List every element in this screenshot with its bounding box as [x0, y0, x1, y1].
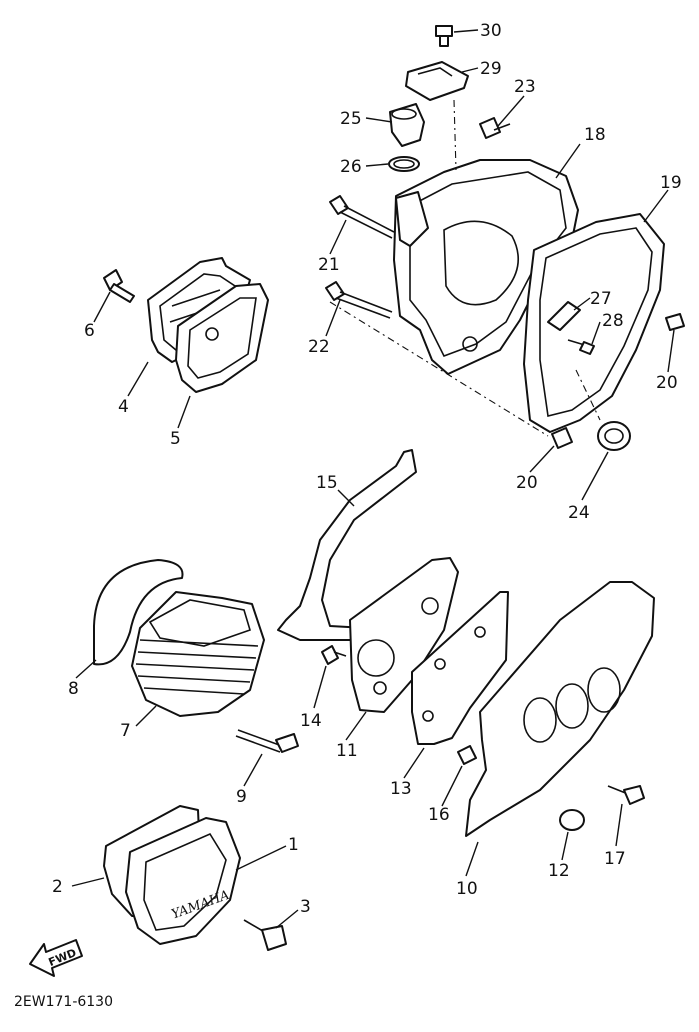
part-16-dowel: [457, 745, 477, 765]
callout-labels: 1 2 3 4 5 6 7 8 9 10 11 12 13 14 15 16 1…: [52, 21, 682, 917]
part-29-cover: [405, 61, 469, 101]
callout-12: 12: [548, 861, 570, 881]
callout-20-lower: 20: [516, 473, 538, 493]
callout-23: 23: [514, 77, 536, 97]
part-12-plug: [559, 809, 585, 831]
callout-7: 7: [120, 721, 131, 741]
callout-24: 24: [568, 503, 590, 523]
callout-1: 1: [288, 835, 299, 855]
part-30-bolt: [435, 25, 453, 47]
part-1-crankcase-cover: YAMAHA: [125, 817, 241, 945]
part-18-crankcase-cover: [393, 159, 579, 375]
part-5-gasket: [175, 283, 269, 393]
part-27-pin: [547, 301, 581, 331]
part-23-bolt: [479, 117, 511, 139]
fwd-arrow: FWD: [29, 939, 83, 977]
callout-3: 3: [300, 897, 311, 917]
part-10-sprocket-cover: [465, 581, 655, 837]
part-20-dowel-lower: [551, 427, 573, 449]
callout-16: 16: [428, 805, 450, 825]
callout-13: 13: [390, 779, 412, 799]
callout-11: 11: [336, 741, 358, 761]
drawing-code: 2EW171-6130: [14, 994, 113, 1010]
callout-2: 2: [52, 877, 63, 897]
callout-21: 21: [318, 255, 340, 275]
part-14-bolt: [321, 645, 347, 665]
callout-28: 28: [602, 311, 624, 331]
part-3-bolt: [243, 919, 287, 951]
part-8-gasket: [93, 559, 184, 666]
callout-30: 30: [480, 21, 502, 41]
part-15-stay: [277, 449, 417, 641]
callout-25: 25: [340, 109, 362, 129]
part-11-cover-plate: [349, 557, 459, 713]
callout-5: 5: [170, 429, 181, 449]
part-22-bolt: [325, 281, 393, 319]
part-28-bolt: [567, 339, 595, 355]
part-17-bolt: [607, 785, 645, 805]
callout-22: 22: [308, 337, 330, 357]
callout-19: 19: [660, 173, 682, 193]
part-26-o-ring: [388, 156, 420, 172]
callout-18: 18: [584, 125, 606, 145]
part-21-bolt: [329, 195, 395, 239]
callout-6: 6: [84, 321, 95, 341]
callout-20-right: 20: [656, 373, 678, 393]
callout-10: 10: [456, 879, 478, 899]
callout-9: 9: [236, 787, 247, 807]
assembly-line-upper: [329, 99, 601, 437]
callout-26: 26: [340, 157, 362, 177]
leader-lines: [71, 29, 675, 929]
part-25-plug: [389, 103, 425, 147]
part-9-bolt: [235, 729, 299, 753]
part-19-gasket: [523, 213, 665, 433]
part-13-gasket: [411, 591, 509, 745]
callout-4: 4: [118, 397, 129, 417]
callout-14: 14: [300, 711, 322, 731]
part-20-dowel-right: [665, 313, 685, 331]
callout-15: 15: [316, 473, 338, 493]
part-6-bolt: [103, 269, 135, 303]
callout-8: 8: [68, 679, 79, 699]
callout-17: 17: [604, 849, 626, 869]
callout-27: 27: [590, 289, 612, 309]
callout-29: 29: [480, 59, 502, 79]
part-7-cylinder: [131, 591, 265, 717]
part-24-plug: [597, 421, 631, 451]
